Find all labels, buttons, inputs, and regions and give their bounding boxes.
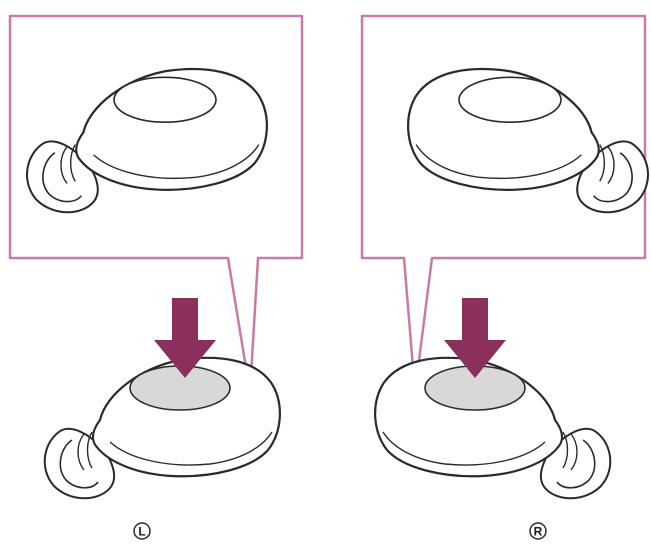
left-callout (8, 14, 304, 394)
earbud-right-icon (374, 356, 612, 500)
left-side-label: L (138, 525, 145, 539)
left-touch-sensor-area (129, 365, 231, 411)
left-press-arrow-icon (154, 298, 216, 378)
left-side-marker: L (133, 522, 151, 540)
right-callout (360, 14, 650, 394)
right-side-marker: R (529, 522, 547, 540)
right-press-arrow-icon (444, 298, 506, 378)
earbud-left-icon (43, 356, 281, 500)
right-side-label: R (534, 525, 543, 539)
